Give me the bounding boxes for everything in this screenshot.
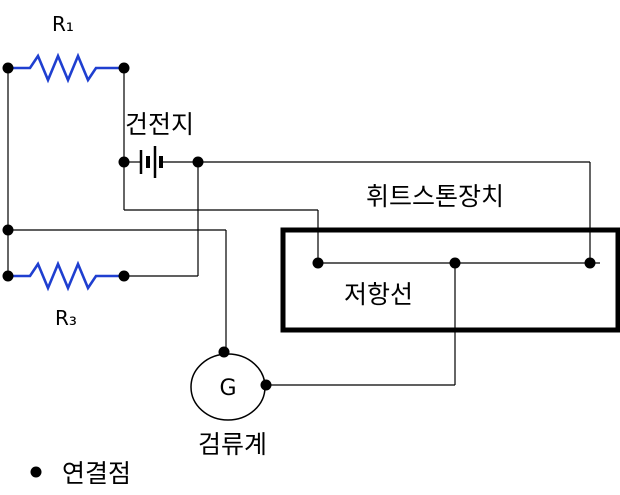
label-resistance-wire: 저항선 (344, 280, 413, 309)
junction-dot-icon (192, 156, 204, 168)
label-galvanometer-symbol: G (219, 376, 236, 401)
junction-dot-icon (312, 257, 324, 269)
label-galvanometer: 검류계 (198, 430, 267, 459)
label-wheatstone: 휘트스톤장치 (366, 182, 504, 211)
label-battery: 건전지 (125, 110, 194, 139)
battery-cell-icon (139, 146, 163, 178)
junction-dot-icon (218, 346, 230, 358)
wires (7, 68, 600, 386)
junction-dot-icon (449, 257, 461, 269)
junction-dot-icon (2, 62, 14, 74)
label-r3: R₃ (55, 306, 77, 330)
junction-dot-icon (118, 156, 130, 168)
legend-label: 연결점 (62, 459, 131, 488)
junction-dot-icon (260, 379, 272, 391)
junction-dot-icon (2, 270, 14, 282)
junction-dot-icon (584, 257, 596, 269)
junction-dot-icon (118, 270, 130, 282)
junction-dot-icon (118, 62, 130, 74)
label-r1: R₁ (52, 12, 74, 36)
wheatstone-box (280, 227, 620, 333)
resistor-r3 (8, 260, 124, 292)
junction-dots (2, 62, 596, 478)
legend-dot-icon (30, 466, 42, 478)
resistor-r1 (8, 52, 124, 84)
junction-dot-icon (2, 224, 14, 236)
